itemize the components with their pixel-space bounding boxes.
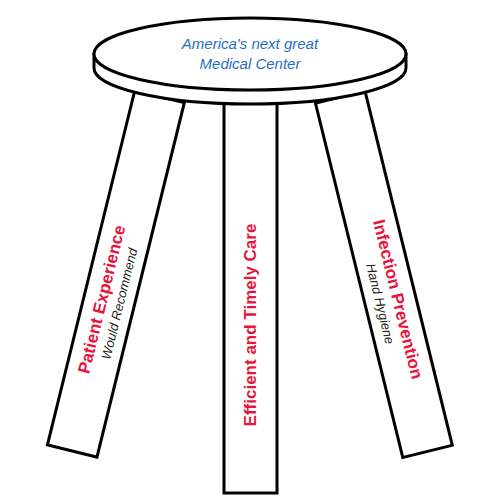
stool-leg: Infection PreventionHand Hygiene: [314, 89, 454, 459]
seat-title: America's next great Medical Center: [155, 34, 345, 74]
leg-title: Efficient and Timely Care: [240, 223, 260, 426]
stool-leg: Efficient and Timely Care: [222, 95, 278, 494]
stool-seat: America's next great Medical Center: [90, 14, 410, 114]
stool-leg: Patient ExperienceWould Recommend: [46, 89, 186, 459]
